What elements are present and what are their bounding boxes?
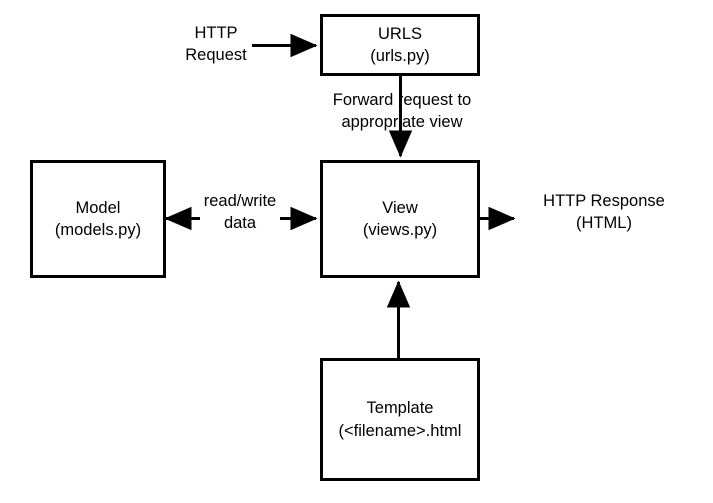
node-view-file: (views.py) <box>362 221 438 239</box>
node-template-file: (<filename>.html <box>338 421 462 440</box>
label-http-request: HTTP Request <box>168 22 264 67</box>
node-template-title: Template <box>366 399 434 418</box>
label-read-write-data-line1: read/write <box>203 192 277 210</box>
node-urls[interactable]: URLS (urls.py) <box>320 14 480 76</box>
label-forward-request: Forward request to appropriate view <box>314 89 490 134</box>
label-read-write-data-line2: data <box>223 214 257 233</box>
label-forward-request-line2: appropriate view <box>341 113 463 132</box>
label-forward-request-line1: Forward request to <box>332 91 472 109</box>
label-http-response-line1: HTTP Response <box>543 192 665 210</box>
node-view-title: View <box>382 198 418 217</box>
label-read-write-data: read/write data <box>196 190 284 235</box>
node-urls-title: URLS <box>377 24 422 43</box>
node-template[interactable]: Template (<filename>.html <box>320 358 480 481</box>
node-view[interactable]: View (views.py) <box>320 160 480 278</box>
node-urls-file: (urls.py) <box>370 47 430 65</box>
label-http-response: HTTP Response (HTML) <box>524 190 684 235</box>
label-http-request-line1: HTTP <box>194 24 238 42</box>
node-model-title: Model <box>75 198 121 217</box>
label-http-request-line2: Request <box>185 46 247 65</box>
node-model[interactable]: Model (models.py) <box>30 160 166 278</box>
label-http-response-line2: (HTML) <box>576 214 632 233</box>
node-model-file: (models.py) <box>54 221 142 239</box>
